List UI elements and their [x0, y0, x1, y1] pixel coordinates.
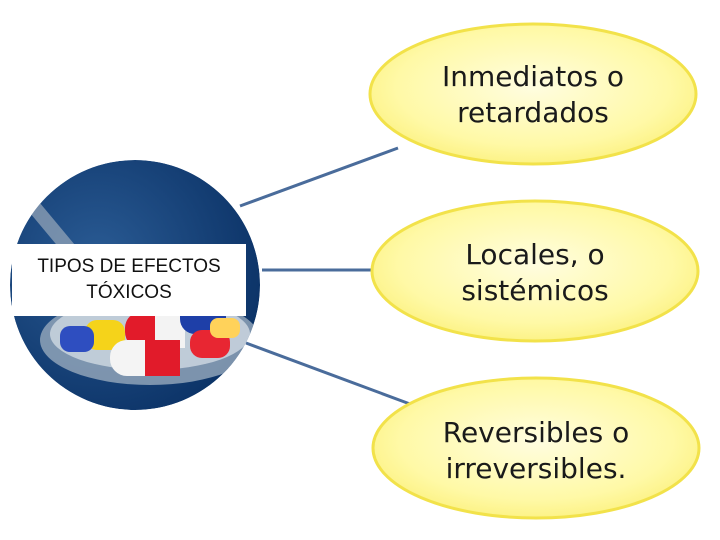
node-label-1: Inmediatos o retardados — [442, 60, 624, 129]
ellipse-node-2 — [370, 199, 700, 343]
ellipse-node-3 — [371, 376, 701, 520]
ellipse-node-1 — [368, 22, 698, 166]
node-label-2: Locales, o sistémicos — [461, 238, 609, 307]
connector-1 — [239, 146, 399, 208]
center-label: TIPOS DE EFECTOS TÓXICOS — [12, 244, 246, 316]
connector-3 — [245, 341, 411, 406]
node-label-3: Reversibles o irreversibles. — [442, 416, 630, 485]
